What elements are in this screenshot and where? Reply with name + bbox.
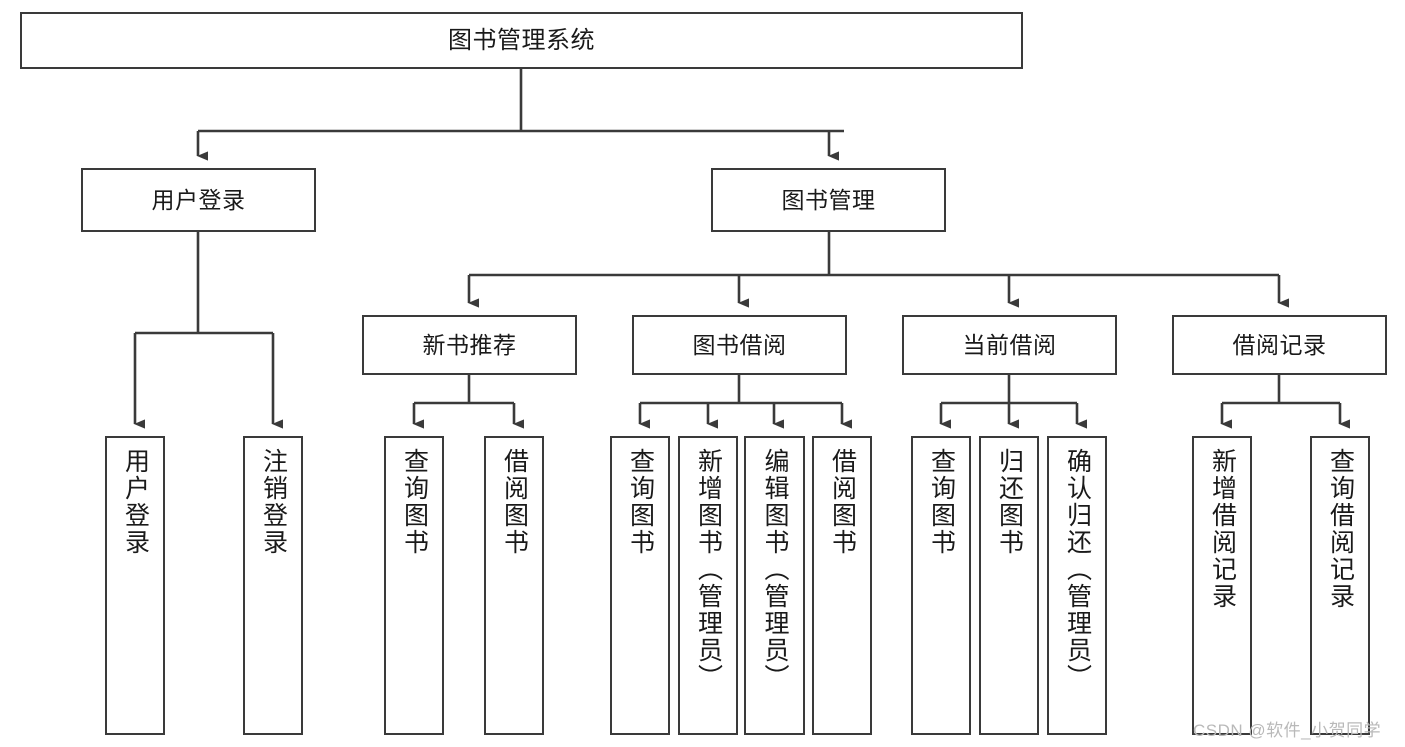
leaf-book-borrow-borrow-book[interactable]: 借阅图书 xyxy=(812,436,872,735)
node-label: 确认归还（管理员） xyxy=(1063,448,1092,691)
leaf-book-borrow-query-book[interactable]: 查询图书 xyxy=(610,436,670,735)
node-label: 图书管理系统 xyxy=(448,26,595,54)
node-label: 图书借阅 xyxy=(692,331,787,358)
leaf-book-borrow-edit-book-admin[interactable]: 编辑图书（管理员） xyxy=(744,436,805,735)
leaf-current-borrow-return-book[interactable]: 归还图书 xyxy=(979,436,1039,735)
node-label: 用户登录 xyxy=(151,186,246,213)
node-current-borrow[interactable]: 当前借阅 xyxy=(902,315,1117,375)
leaf-new-book-query-book[interactable]: 查询图书 xyxy=(384,436,444,735)
leaf-user-login-logout[interactable]: 注销登录 xyxy=(243,436,303,735)
node-user-login[interactable]: 用户登录 xyxy=(81,168,316,232)
node-label: 归还图书 xyxy=(995,448,1024,556)
leaf-new-book-borrow-book[interactable]: 借阅图书 xyxy=(484,436,544,735)
node-label: 新增借阅记录 xyxy=(1208,448,1237,610)
node-label: 当前借阅 xyxy=(962,331,1057,358)
leaf-current-borrow-query-book[interactable]: 查询图书 xyxy=(911,436,971,735)
leaf-borrow-record-query-record[interactable]: 查询借阅记录 xyxy=(1310,436,1370,735)
node-label: 借阅记录 xyxy=(1232,331,1327,358)
node-label: 借阅图书 xyxy=(828,448,857,556)
leaf-book-borrow-add-book-admin[interactable]: 新增图书（管理员） xyxy=(678,436,738,735)
node-borrow-record[interactable]: 借阅记录 xyxy=(1172,315,1387,375)
leaf-current-borrow-confirm-return-admin[interactable]: 确认归还（管理员） xyxy=(1047,436,1107,735)
node-label: 借阅图书 xyxy=(500,448,529,556)
leaf-user-login-login[interactable]: 用户登录 xyxy=(105,436,165,735)
node-new-book-recommend[interactable]: 新书推荐 xyxy=(362,315,577,375)
node-label: 查询图书 xyxy=(927,448,956,556)
node-label: 查询图书 xyxy=(400,448,429,556)
node-book-management[interactable]: 图书管理 xyxy=(711,168,946,232)
node-label: 查询借阅记录 xyxy=(1326,448,1355,610)
node-label: 编辑图书（管理员） xyxy=(761,448,789,691)
node-label: 新书推荐 xyxy=(422,331,517,358)
node-label: 图书管理 xyxy=(781,186,876,213)
node-book-borrow[interactable]: 图书借阅 xyxy=(632,315,847,375)
node-label: 注销登录 xyxy=(259,448,288,556)
node-root-book-management-system[interactable]: 图书管理系统 xyxy=(20,12,1023,69)
node-label: 用户登录 xyxy=(121,448,150,556)
node-label: 查询图书 xyxy=(626,448,655,556)
node-label: 新增图书（管理员） xyxy=(694,448,723,691)
leaf-borrow-record-add-record[interactable]: 新增借阅记录 xyxy=(1192,436,1252,735)
